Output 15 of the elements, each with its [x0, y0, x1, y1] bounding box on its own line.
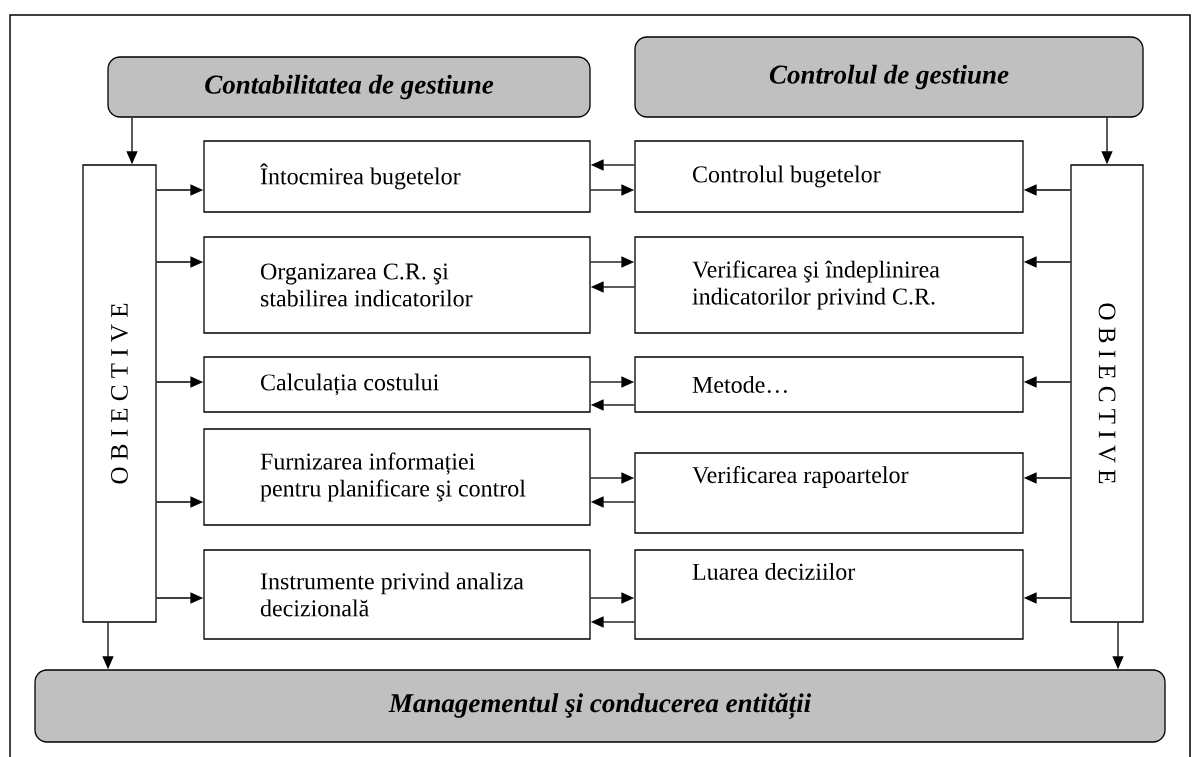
- process-box: Organizarea C.R. şi stabilirea indicatorilor: [203, 236, 591, 334]
- process-box: Furnizarea informației pentru planificare şi control: [203, 428, 591, 526]
- process-box: Verificarea şi îndeplinirea indicatorilor privind C.R.: [634, 236, 1024, 334]
- process-box: Instrumente privind analiza decizională: [203, 549, 591, 640]
- heading-box: Controlul de gestiune: [634, 36, 1144, 118]
- process-box: Luarea deciziilor: [634, 549, 1024, 640]
- objectives-box: O B I E C T I V E: [82, 164, 157, 623]
- objectives-box: O B I E C T I V E: [1070, 164, 1144, 623]
- process-box: Întocmirea bugetelor: [203, 140, 591, 213]
- process-box: Metode…: [634, 356, 1024, 413]
- heading-box: Contabilitatea de gestiune: [107, 56, 591, 118]
- process-box: Controlul bugetelor: [634, 140, 1024, 213]
- process-box: Calculația costului: [203, 356, 591, 413]
- heading-box: Managementul şi conducerea entității: [34, 669, 1166, 743]
- process-box: Verificarea rapoartelor: [634, 452, 1024, 534]
